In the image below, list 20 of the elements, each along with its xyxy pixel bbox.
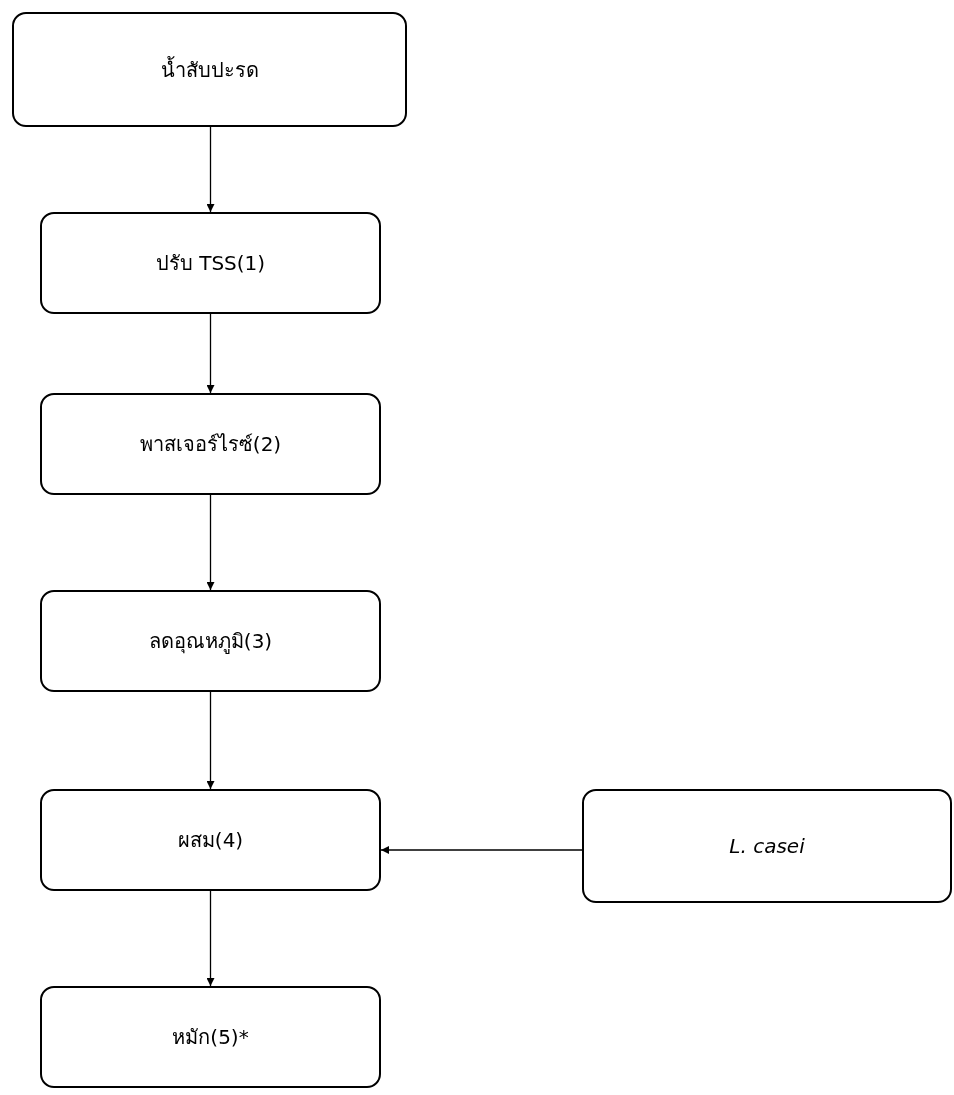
arrow [206,691,215,790]
box-label: พาสเจอร์ไรซ์(2) [139,431,282,458]
arrow [206,313,215,394]
arrow [380,846,583,854]
process-box [40,393,381,495]
arrow [206,126,215,213]
process-box [40,212,381,314]
process-box [12,12,407,127]
arrow [206,890,215,987]
process-box [40,789,381,891]
process-box [40,590,381,692]
box-label: ปรับ TSS(1) [155,250,266,277]
box-label: ผสม(4) [177,827,244,854]
box-label: น้ำสับปะรด [160,55,259,84]
box-label: ลดอุณหภูมิ(3) [148,628,273,656]
arrow [206,494,215,591]
box-label: L. casei [729,833,805,860]
process-box [40,986,381,1088]
box-label: หมัก(5)* [172,1024,249,1051]
process-box [582,789,952,903]
